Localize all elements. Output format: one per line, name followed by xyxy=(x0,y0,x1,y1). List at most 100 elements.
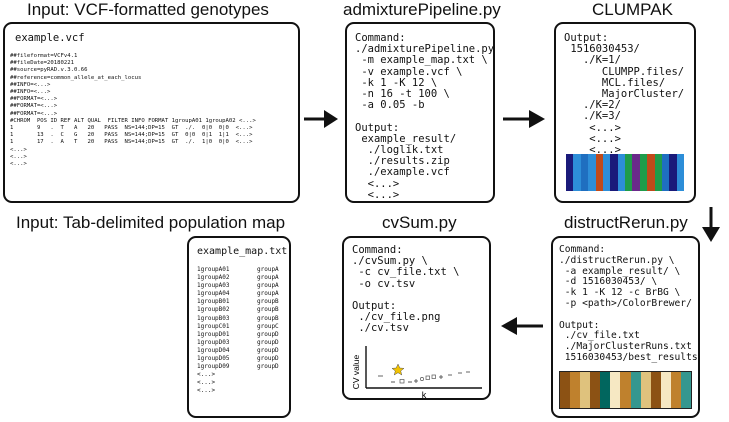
output-line: 1516030453/ xyxy=(564,43,640,56)
title-admixture-pipeline: admixturePipeline.py xyxy=(343,0,501,19)
admixture-output-lines: example_result/ ./loglik.txt ./results.z… xyxy=(355,133,493,201)
barplot-segment xyxy=(602,154,611,191)
output-line: <...> xyxy=(564,121,621,134)
output-line: <...> xyxy=(564,144,621,157)
output-line: ./K=3/ xyxy=(564,110,621,123)
barplot-segment xyxy=(650,372,661,408)
admixture-command-lines: ./admixturePipeline.py \ -m example_map.… xyxy=(355,43,493,111)
command-line: -k 1 -K 12 \ xyxy=(355,76,438,89)
barplot-segment xyxy=(680,372,691,408)
barplot-segment xyxy=(670,372,681,408)
vcf-line: <...> xyxy=(10,153,27,160)
title-distruct-rerun: distructRerun.py xyxy=(564,213,688,232)
popmap-sample: 1groupD03 xyxy=(197,338,230,346)
cvsum-box: Command: ./cvSum.py \ -c cv_file.txt \ -… xyxy=(342,236,491,400)
vcf-line: ##FORMAT=<...> xyxy=(10,96,58,103)
cv-point xyxy=(425,375,430,380)
output-line: <...> xyxy=(368,200,400,201)
arrow-left xyxy=(501,317,543,335)
popmap-population: groupD xyxy=(257,338,279,346)
popmap-sample: <...> xyxy=(197,371,216,379)
output-line: ./loglik.txt xyxy=(355,144,444,157)
output-line: MCL.files/ xyxy=(564,76,666,89)
vcf-line: ##reference=common_allele_at_each_locus xyxy=(10,74,142,81)
popmap-row: 1groupD03 groupD xyxy=(197,339,279,347)
command-line: -p <path>/ColorBrewer/ xyxy=(559,297,692,309)
barplot-segment xyxy=(610,154,618,191)
popmap-sample: 1groupD05 xyxy=(197,355,230,363)
barplot-segment xyxy=(617,154,625,191)
vcf-content: ##fileformat=VCFv4.1##fileDate=20180221#… xyxy=(10,53,256,168)
popmap-sample: 1groupB02 xyxy=(197,306,230,314)
title-input-map: Input: Tab-delimited population map xyxy=(16,213,286,232)
barplot-segment xyxy=(566,154,574,191)
vcf-line: ##INFO=<...> xyxy=(10,89,51,96)
popmap-sample: <...> xyxy=(197,387,216,395)
vcf-line: <...> xyxy=(10,161,27,168)
admixture-command-label: Command: xyxy=(355,32,406,44)
vcf-line: ##source=pyRAD.v.3.0.66 xyxy=(10,67,88,74)
cvsum-command-label: Command: xyxy=(352,244,403,256)
popmap-population: groupD xyxy=(257,330,279,338)
star-icon xyxy=(391,363,405,376)
vcf-line: 1 17 . A T 20 PASS NS=144;DP=15 GT ./. 1… xyxy=(10,139,253,146)
title-input-vcf: Input: VCF-formatted genotypes xyxy=(27,0,269,19)
output-line: 1516030453/best_results xyxy=(559,351,698,363)
output-line: CLUMPP.files/ xyxy=(564,65,685,78)
cv-plot-ylabel: CV value xyxy=(351,354,361,389)
output-line: ./example.vcf xyxy=(355,166,450,179)
command-line: -a example_result/ \ xyxy=(559,265,681,277)
cv-plot-xlabel: k xyxy=(422,390,427,398)
popmap-population: groupA xyxy=(257,282,279,290)
barplot-segment xyxy=(560,372,571,408)
command-line: -m example_map.txt \ xyxy=(355,54,488,67)
barplot-segment xyxy=(676,154,684,191)
cv-point xyxy=(431,374,436,379)
command-line: -v example.vcf \ xyxy=(355,65,463,78)
vcf-line: ##FORMAT=<...> xyxy=(10,103,58,110)
vcf-line: 1 13 . C G 20 PASS NS=144;DP=15 GT 0|0 0… xyxy=(10,132,253,139)
command-line: -k 1 -K 12 -c BrBG \ xyxy=(559,287,681,299)
barplot-segment xyxy=(595,154,603,191)
title-clumpak: CLUMPAK xyxy=(592,0,673,19)
arrow-right-2 xyxy=(503,110,545,128)
popmap-population: groupB xyxy=(257,298,279,306)
barplot-segment xyxy=(669,154,677,191)
cv-point xyxy=(399,379,405,384)
popmap-row: 1groupD05 groupD xyxy=(197,355,279,363)
distruct-box: Command: ./distructRerun.py \ -a example… xyxy=(551,236,700,418)
distruct-output-lines: ./cv_file.txt ./MajorClusterRuns.txt 151… xyxy=(559,331,698,363)
command-line: -c cv_file.txt \ xyxy=(352,266,460,279)
vcf-line: <...> xyxy=(10,146,27,153)
popmap-population: groupD xyxy=(257,355,279,363)
popmap-sample: 1groupB03 xyxy=(197,314,230,322)
command-line: -o cv.tsv xyxy=(352,277,416,290)
distruct-admixture-barplot xyxy=(559,371,692,409)
admixture-output-label: Output: xyxy=(355,121,400,134)
output-line: <...> xyxy=(355,188,400,201)
barplot-segment xyxy=(573,154,581,191)
popmap-population: groupA xyxy=(257,290,279,298)
command-line: -d 1516030453/ \ xyxy=(559,276,658,288)
vcf-line: ##fileDate=20180221 xyxy=(10,60,74,67)
output-line: ./cv_file.txt xyxy=(559,330,640,342)
barplot-segment xyxy=(647,154,655,191)
popmap-sample: 1groupD09 xyxy=(197,363,230,371)
popmap-population: groupD xyxy=(257,346,279,354)
arrow-right-1 xyxy=(304,110,338,128)
barplot-segment xyxy=(580,372,591,408)
distruct-command-lines: ./distructRerun.py \ -a example_result/ … xyxy=(559,255,698,310)
title-cvsum: cvSum.py xyxy=(382,213,457,232)
popmap-sample: 1groupC01 xyxy=(197,322,230,330)
command-line: ./cvSum.py \ xyxy=(352,255,428,268)
cv-point xyxy=(420,377,424,381)
vcf-line: ##INFO=<...> xyxy=(10,81,51,88)
